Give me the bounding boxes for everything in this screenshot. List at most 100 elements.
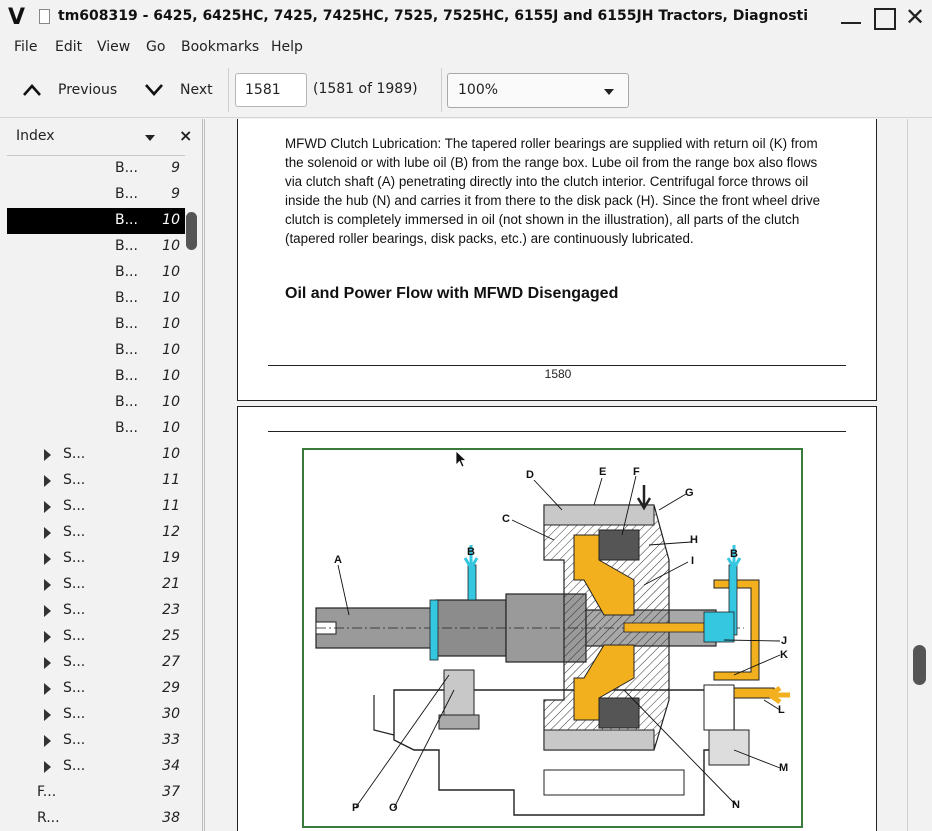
index-tree-item[interactable]: B... 10 [7,338,185,364]
chevron-down-icon [145,84,163,96]
index-item-label: S... [63,628,86,644]
index-item-page: 21 [162,576,180,592]
figure-label: E [599,466,606,478]
menu-bar: File Edit View Go Bookmarks Help [0,36,932,60]
next-label: Next [180,82,213,98]
expander-triangle-icon[interactable] [44,553,51,565]
index-item-label: B... [115,212,138,228]
paragraph: MFWD Clutch Lubrication: The tapered rol… [285,136,821,246]
index-tree-item[interactable]: S... 25 [7,624,185,650]
index-item-label: S... [63,758,86,774]
index-tree-item[interactable]: B...10 [7,390,185,416]
menu-go[interactable]: Go [146,39,166,55]
index-item-label: B... [115,342,138,358]
expander-triangle-icon[interactable] [44,709,51,721]
index-tree-item[interactable]: S...19 [7,546,185,572]
expander-triangle-icon[interactable] [44,631,51,643]
figure-label: B [467,546,475,558]
index-tree-item[interactable]: S...30 [7,702,185,728]
menu-file[interactable]: File [14,39,38,55]
index-item-label: B... [115,368,138,384]
index-item-page: 11 [162,498,180,514]
title-bar: V tm608319 - 6425, 6425HC, 7425, 7425HC,… [0,0,932,34]
index-tree-item[interactable]: S...29 [7,676,185,702]
index-item-page: 19 [162,550,180,566]
document-page: A B C D E F G H I B J K L M N O P [237,406,877,831]
close-icon[interactable]: ✕ [904,3,926,31]
expander-triangle-icon[interactable] [44,527,51,539]
expander-triangle-icon[interactable] [44,579,51,591]
expander-triangle-icon[interactable] [44,475,51,487]
index-item-page: 10 [162,290,180,306]
index-tree-item[interactable]: S...10 [7,442,185,468]
index-item-label: S... [63,472,86,488]
sidebar-close-icon[interactable]: × [179,126,193,145]
index-item-page: 27 [162,654,180,670]
expander-triangle-icon[interactable] [44,735,51,747]
index-item-page: 38 [162,810,180,826]
viewer-scrollbar-thumb[interactable] [913,645,926,685]
figure-label: L [778,704,785,716]
document-viewer: MFWD Clutch Lubrication: The tapered rol… [204,119,932,831]
index-tree-item[interactable]: S...12 [7,520,185,546]
index-tree-item[interactable]: S...33 [7,728,185,754]
expander-triangle-icon[interactable] [44,657,51,669]
expander-triangle-icon[interactable] [44,501,51,513]
document-page: MFWD Clutch Lubrication: The tapered rol… [237,119,877,401]
index-item-label: S... [63,576,86,592]
index-tree-item[interactable]: B...10 [7,260,185,286]
page-number: 1580 [544,367,572,381]
viewer-scrollbar[interactable] [907,119,931,831]
index-item-label: B... [115,290,138,306]
index-tree-item[interactable]: B... 10 [7,286,185,312]
toolbar: Previous Next (1581 of 1989) 100% [0,62,932,118]
menu-bookmarks[interactable]: Bookmarks [181,39,260,55]
index-item-label: B... [115,420,138,436]
index-tree-item[interactable]: R...38 [7,806,185,831]
index-tree-item[interactable]: B... 10 [7,364,185,390]
index-item-page: 10 [162,368,180,384]
expander-triangle-icon[interactable] [44,683,51,695]
index-tree-item[interactable]: S... 21 [7,572,185,598]
index-tree-item[interactable]: B...10 [7,312,185,338]
expander-triangle-icon[interactable] [44,449,51,461]
index-item-label: B... [115,186,138,202]
zoom-select[interactable]: 100% [447,73,629,108]
index-tree-item[interactable]: S...11 [7,494,185,520]
index-tree-item[interactable]: S... 34 [7,754,185,780]
index-tree-item[interactable]: B... 10 [7,416,185,442]
menu-edit[interactable]: Edit [55,39,83,55]
maximize-icon[interactable] [872,6,896,30]
section-heading: Oil and Power Flow with MFWD Disengaged [285,285,619,302]
index-tree-item[interactable]: S...11 [7,468,185,494]
minimize-icon[interactable] [839,6,863,28]
expander-triangle-icon[interactable] [44,761,51,773]
index-item-page: 34 [162,758,180,774]
index-item-label: F... [37,784,57,800]
index-item-page: 25 [162,628,180,644]
index-tree-item[interactable]: S...27 [7,650,185,676]
index-tree-item[interactable]: B...10 [7,234,185,260]
previous-button[interactable]: Previous [22,76,117,104]
index-tree-item[interactable]: B...9 [7,156,185,182]
index-tree-item[interactable]: F...37 [7,780,185,806]
index-item-page: 33 [162,732,180,748]
index-tree-item[interactable]: B...10 [7,208,185,234]
sidebar-mode-dropdown-icon[interactable] [145,135,155,141]
figure-label: K [780,649,788,661]
index-tree-item[interactable]: S...23 [7,598,185,624]
menu-view[interactable]: View [97,39,131,55]
figure-label: A [334,554,342,566]
figure-label: M [779,762,788,774]
index-item-page: 10 [162,342,180,358]
expander-triangle-icon[interactable] [44,605,51,617]
page-number-input[interactable] [235,73,307,107]
next-button[interactable]: Next [144,76,213,104]
sidebar-scrollbar-thumb[interactable] [186,212,197,250]
index-tree-item[interactable]: B...9 [7,182,185,208]
index-item-page: 10 [162,420,180,436]
menu-help[interactable]: Help [271,39,303,55]
index-item-label: S... [63,680,86,696]
